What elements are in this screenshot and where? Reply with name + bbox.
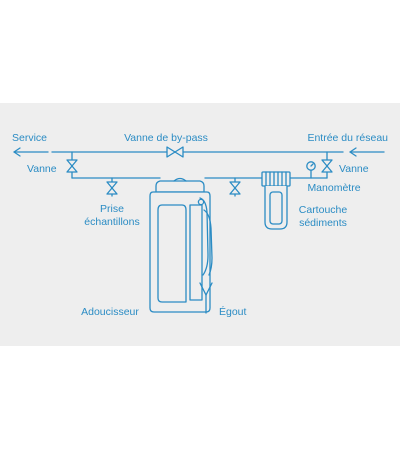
right-valve-icon [321,159,333,173]
left-valve-icon [66,159,78,173]
service-arrow-icon [13,147,49,157]
drain-label: Égout [219,305,247,318]
sample-label-line1: Prise [100,203,124,215]
right-valve-label: Vanne [339,163,369,175]
network-inlet-arrow-icon [349,147,385,157]
cartridge-label-line1: Cartouche [299,204,348,216]
left-valve-label: Vanne [27,163,57,175]
sediment-cartridge-icon [261,171,291,230]
pressure-gauge-icon [306,161,316,179]
gauge-label: Manomètre [307,182,360,194]
softener-label: Adoucisseur [81,306,139,318]
drain-hose-icon [197,197,213,314]
inlet-valve-icon [229,181,241,195]
cartridge-label-line2: sédiments [299,217,347,229]
sample-valve-icon [106,181,118,195]
bypass-valve-icon [166,146,184,158]
service-label: Service [12,132,47,144]
water-softener-icon [149,177,211,313]
bypass-valve-label: Vanne de by-pass [124,132,208,144]
network-inlet-label: Entrée du réseau [307,132,388,144]
sample-label-line2: échantillons [84,216,139,228]
